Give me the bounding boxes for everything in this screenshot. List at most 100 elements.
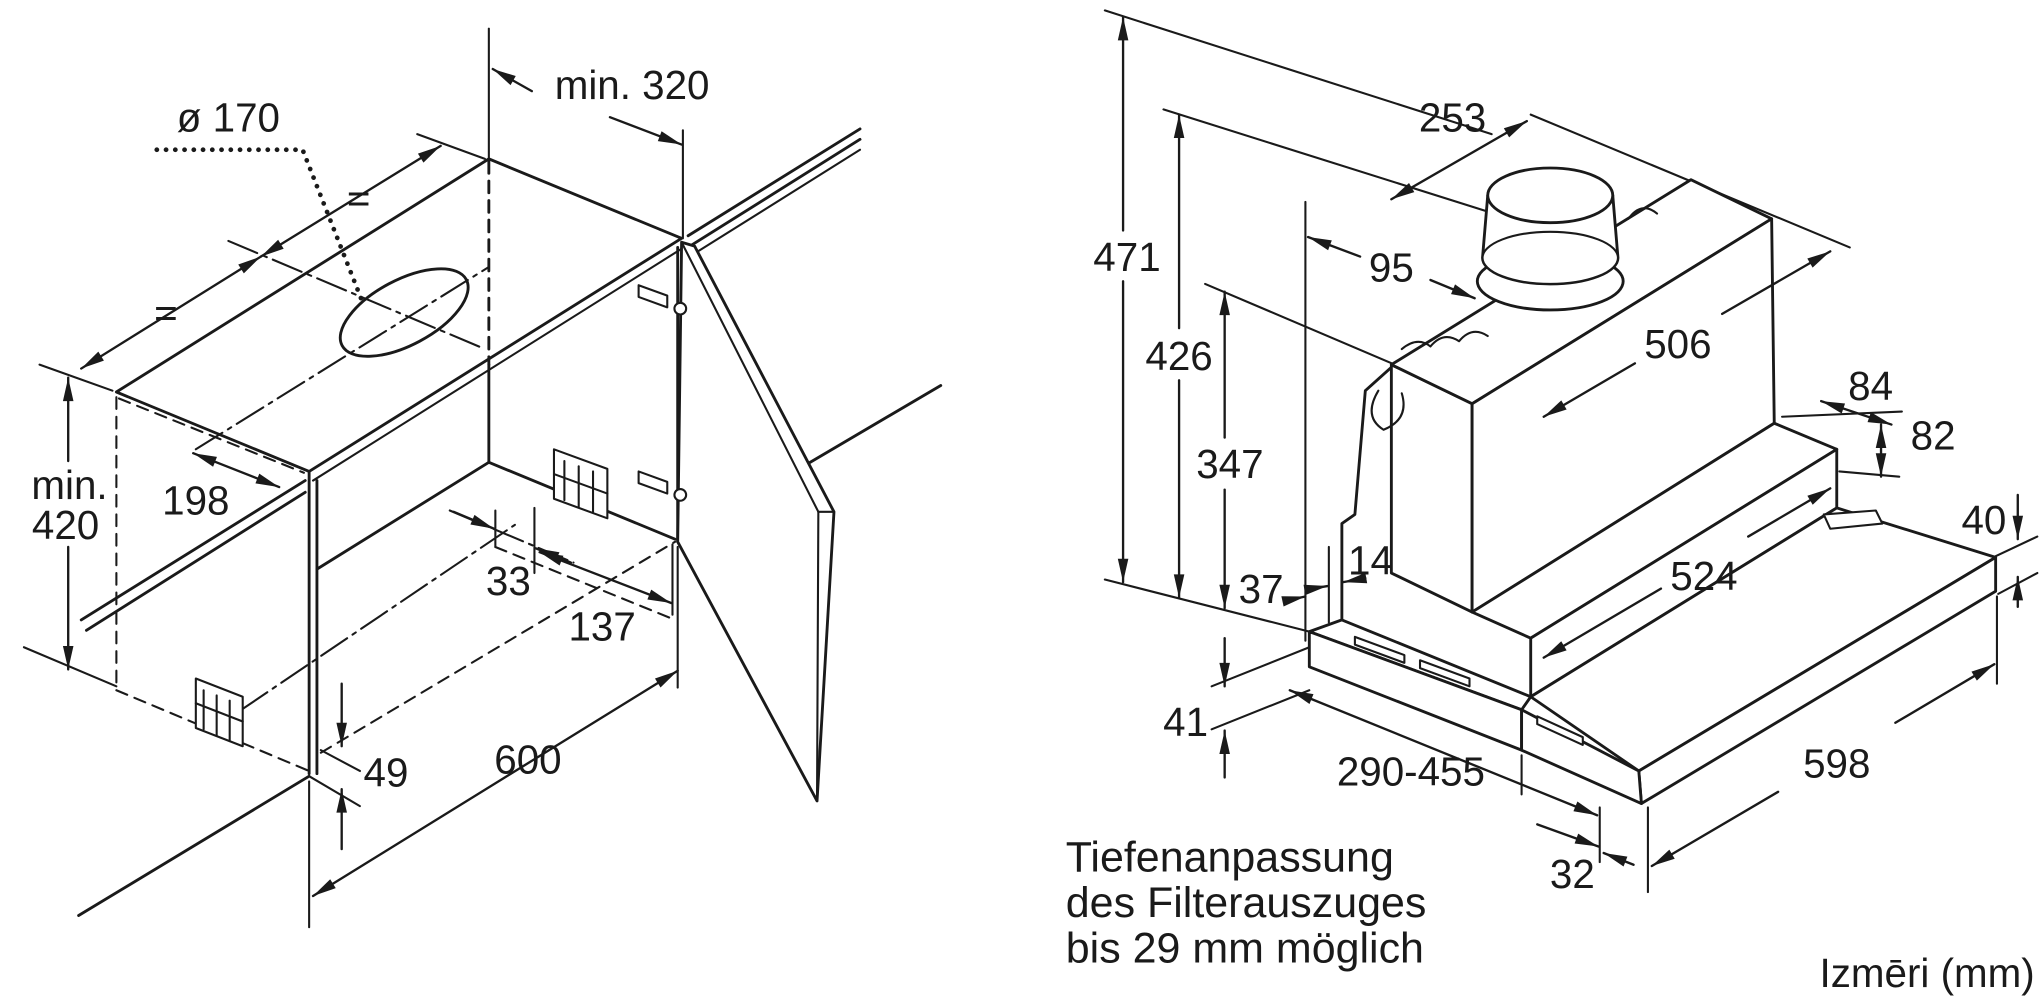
extension-line [38, 363, 114, 392]
dim-label-600: 600 [494, 737, 561, 783]
dim-label-82: 82 [1911, 412, 1956, 458]
hinge-pivot [673, 301, 688, 316]
dimension-arrow [1602, 851, 1635, 867]
extension-line [1991, 535, 2039, 559]
floor-line [77, 774, 311, 917]
dimension-line-equal [80, 255, 263, 370]
left-cabinet-rail [84, 490, 307, 632]
dimension-line-84 [1819, 399, 1893, 426]
dimension-arrow [1281, 595, 1307, 607]
dim-label-253: 253 [1419, 95, 1486, 141]
dimension-arrow [1536, 823, 1600, 848]
extension-line [1781, 410, 1903, 418]
bracket-detail [194, 702, 244, 723]
door-hinge-lower [637, 470, 688, 502]
dimension-line-198 [192, 452, 281, 489]
dimension-arrow [1747, 487, 1832, 538]
dimension-arrow [1429, 278, 1476, 300]
cabinet-door [676, 240, 836, 803]
right-cabinet-rail [690, 137, 862, 247]
note-line-3: bis 29 mm möglich [1066, 924, 1424, 972]
duct-hole [338, 267, 470, 358]
dimension-arrow [1342, 572, 1368, 584]
door-edge [680, 241, 820, 513]
cabinet-installation-view: ø 170 = = min. 320 min. 420 198 33 137 [22, 27, 943, 929]
duct-connector [1475, 166, 1625, 312]
dim-label-347: 347 [1196, 441, 1263, 487]
dim-label-598: 598 [1803, 740, 1870, 786]
note-line-1: Tiefenanpassung [1066, 833, 1394, 881]
equal-label-back: = [347, 175, 371, 221]
extension-line [1210, 646, 1311, 688]
hood-dimensions-view: 471 426 347 253 95 506 84 82 40 524 [1093, 9, 2039, 897]
dimension-arrow [1542, 362, 1637, 418]
hinge-plate [637, 470, 669, 495]
cabinet-inner-bottom-back [315, 460, 491, 571]
centerline [227, 239, 486, 351]
extension-line [319, 749, 361, 773]
extension-line [1103, 578, 1311, 633]
dim-label-40: 40 [1961, 497, 2006, 543]
diameter-label: ø 170 [177, 95, 280, 141]
equal-label-front: = [154, 290, 178, 336]
min-420-label-line2: 420 [32, 502, 99, 548]
note-line-2: des Filterauszuges [1066, 879, 1427, 927]
mounting-bracket-left [194, 677, 244, 748]
extension-line [308, 775, 361, 808]
rail-slot [1353, 635, 1406, 664]
right-cabinet-rail [694, 148, 862, 254]
dim-label-41: 41 [1163, 699, 1208, 745]
dim-label-37: 37 [1239, 566, 1284, 612]
dim-label-137: 137 [568, 604, 635, 650]
dimension-line-137 [538, 551, 673, 605]
min-420-label-line1: min. [31, 462, 107, 508]
dim-label-198: 198 [162, 477, 229, 523]
hood-back-plate [1340, 365, 1393, 624]
dimension-line-290-455 [1288, 689, 1599, 817]
dimension-arrow [1542, 587, 1663, 659]
dim-label-506: 506 [1644, 321, 1711, 367]
centerline [194, 265, 490, 451]
dimension-arrow [491, 67, 533, 93]
dimension-arrow [1720, 250, 1832, 316]
dim-label-32: 32 [1550, 851, 1595, 897]
cabinet-top-front-edge [311, 247, 683, 482]
extension-line [1210, 689, 1311, 731]
extension-line [416, 133, 486, 160]
rail-slot [1418, 659, 1471, 688]
dim-label-33: 33 [486, 558, 531, 604]
duct-flange [1481, 230, 1620, 285]
min-320-label: min. 320 [555, 62, 710, 108]
dimension-arrow [1650, 790, 1780, 868]
dimension-arrow [534, 547, 573, 564]
drawer-handle [1822, 509, 1884, 530]
door-edge [815, 510, 820, 802]
dimension-arrow [1894, 663, 1996, 724]
wall-edge [806, 384, 943, 466]
dim-label-290-455: 290-455 [1337, 748, 1485, 794]
extension-line [1838, 470, 1901, 478]
dimension-line-600 [311, 669, 679, 898]
dim-label-426: 426 [1145, 333, 1212, 379]
left-cabinet-rail [79, 479, 307, 622]
door-hinge-upper [637, 284, 688, 316]
hinge-pivot [673, 487, 688, 502]
duct-top-opening [1486, 166, 1615, 225]
dim-label-49: 49 [364, 750, 409, 796]
bracket-detail [552, 473, 609, 495]
dimension-arrow [452, 510, 496, 530]
dim-label-14: 14 [1348, 537, 1393, 583]
dim-label-84: 84 [1848, 363, 1893, 409]
extension-line [1103, 9, 1493, 136]
dim-label-471: 471 [1093, 234, 1160, 280]
units-caption: Izmēri (mm) [1820, 950, 2035, 996]
right-cabinet-rail [686, 127, 862, 238]
dim-label-95: 95 [1369, 244, 1414, 290]
mounting-bracket-right [552, 448, 609, 520]
dim-label-524: 524 [1670, 553, 1737, 599]
extension-line [22, 646, 118, 688]
hinge-plate [637, 284, 669, 309]
dimension-arrow [608, 116, 683, 146]
dimension-arrow [1306, 235, 1362, 258]
